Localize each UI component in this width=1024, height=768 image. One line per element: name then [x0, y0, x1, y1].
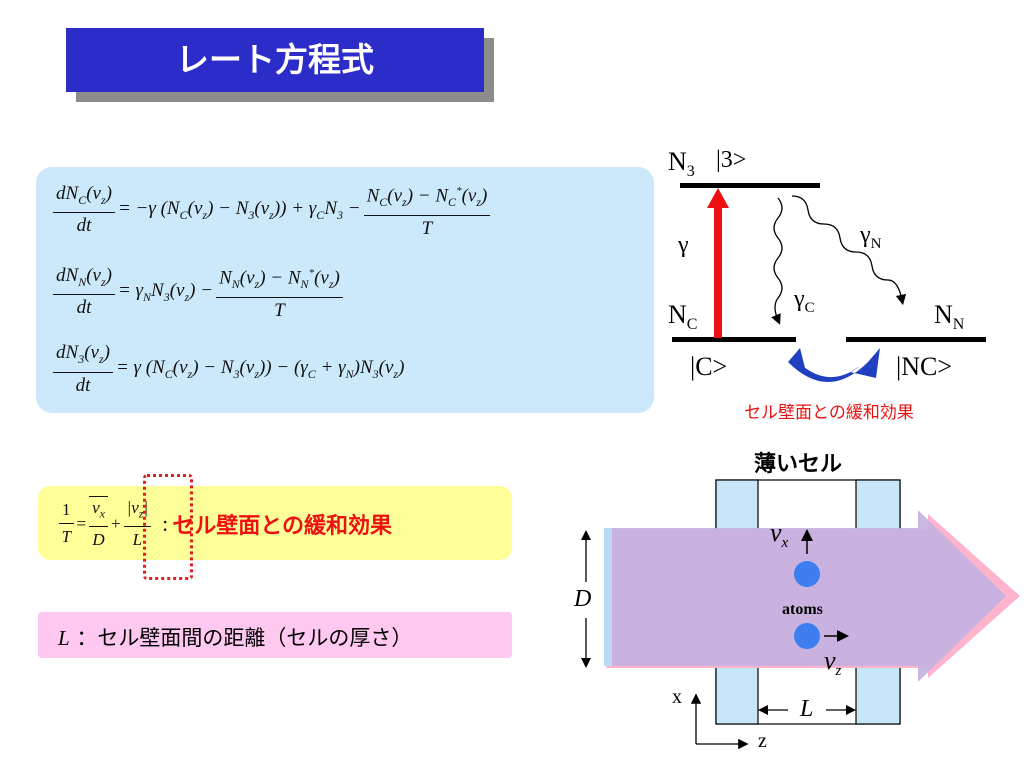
beam-left-edge [604, 528, 612, 666]
relaxation-swap-arrow [788, 348, 880, 382]
atoms-label: atoms [782, 601, 823, 618]
x-axis-label: x [672, 686, 682, 708]
distance-box [38, 612, 512, 658]
level-diagram [672, 183, 986, 382]
slide-title: レート方程式 [66, 28, 484, 92]
highlight-dotted-box [143, 474, 193, 580]
atom-lower [794, 623, 820, 649]
decay-gamma-n-arrow [791, 195, 907, 306]
atom-upper [794, 561, 820, 587]
relaxation-formula: 1 T = vx D + |vz| L : セル壁面との緩和効果 [56, 496, 392, 551]
l-arrow-head-left [758, 705, 768, 715]
level-relax-label: セル壁面との緩和効果 [744, 403, 914, 423]
level-c-line [672, 337, 796, 342]
nc-label: NC [668, 300, 698, 334]
ket-3-label: |3> [716, 147, 747, 173]
d-arrow-head-top [581, 530, 591, 540]
ket-c-label: |C> [690, 352, 728, 381]
d-label: D [574, 586, 592, 612]
relaxation-label: セル壁面との緩和効果 [172, 513, 393, 539]
relaxation-box [38, 486, 512, 560]
l-arrow-head-right [846, 705, 856, 715]
level-nc-line [846, 337, 986, 342]
excitation-arrow [714, 206, 722, 338]
equation-1: dNC(vz) dt = −γ (NC(vz) − N3(vz)) + γCN3… [50, 180, 493, 240]
z-axis-label: z [758, 730, 767, 752]
level-3-line [680, 183, 820, 188]
d-arrow-head-bottom [581, 658, 591, 668]
cell-diagram [581, 479, 1020, 750]
vx-label: vx [770, 518, 789, 552]
nn-label: NN [934, 300, 965, 334]
l-label: L [800, 696, 814, 722]
excitation-arrow-head [707, 188, 729, 208]
laser-beam [604, 510, 1006, 682]
ket-nc-label: |NC> [896, 352, 952, 381]
distance-text: L ：セル壁面間の距離（セルの厚さ） [58, 626, 413, 650]
gamma-n-label: γN [860, 222, 882, 252]
equation-box [36, 167, 654, 413]
equation-3: dN3(vz) dt = γ (NC(vz) − N3(vz)) − (γC +… [50, 342, 404, 397]
n3-label: N3 [668, 147, 695, 181]
cell-title: 薄いセル [754, 452, 843, 477]
relaxation-swap-arrow-left-head [788, 348, 806, 372]
vz-label: vz [824, 646, 842, 680]
equation-2: dNN(vz) dt = γNN3(vz) − NN(vz) − NN*(vz)… [50, 262, 346, 322]
decay-gamma-c-arrow [771, 197, 783, 325]
gamma-label: γ [678, 232, 689, 258]
gamma-c-label: γC [794, 286, 815, 316]
